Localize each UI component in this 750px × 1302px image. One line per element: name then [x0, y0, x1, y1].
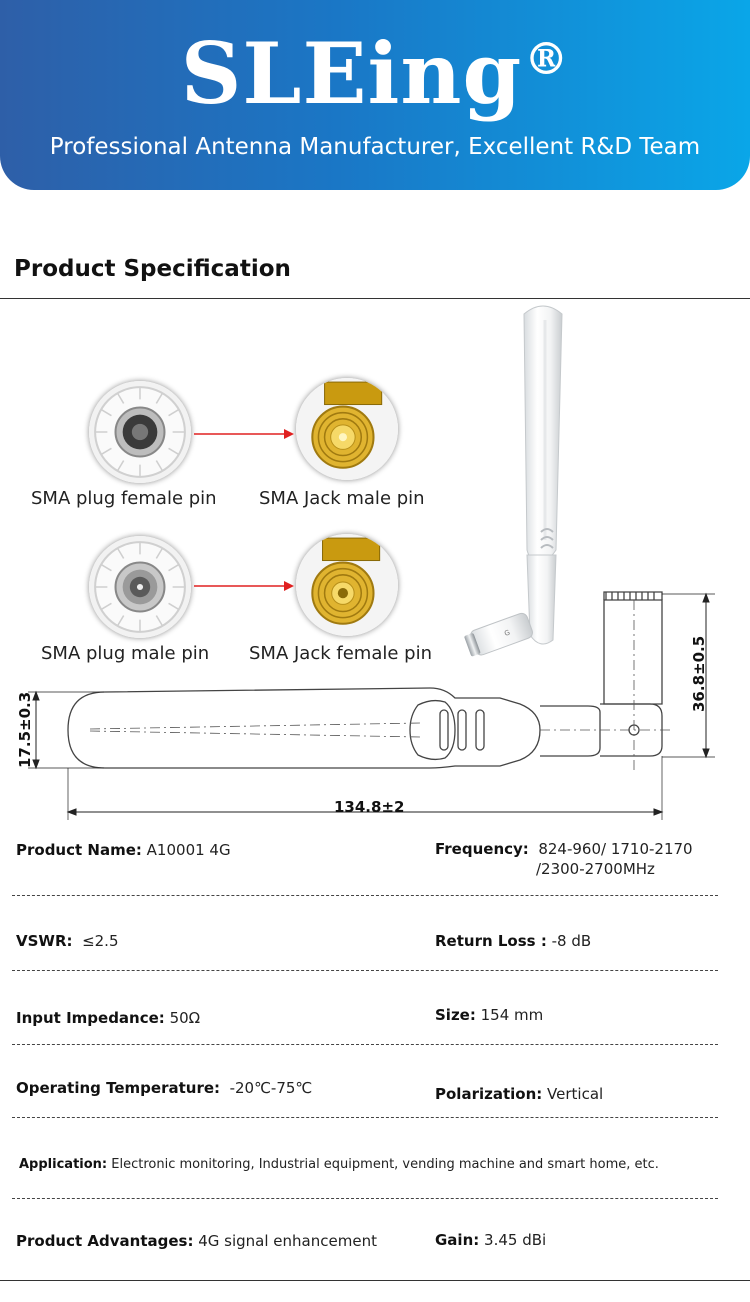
brand-name: SLEing	[180, 24, 523, 123]
spec-value: 4G signal enhancement	[198, 1232, 377, 1250]
length-dimension: 134.8±2	[334, 798, 405, 816]
spec-label: Size:	[435, 1006, 476, 1024]
row-divider	[12, 1117, 718, 1118]
sma-jack-female-pin-photo	[296, 534, 398, 636]
spec-value: ≤2.5	[82, 932, 119, 950]
connector-label-3: SMA plug male pin	[41, 643, 210, 664]
brand-tagline: Professional Antenna Manufacturer, Excel…	[49, 134, 701, 160]
spec-label: VSWR:	[16, 932, 73, 950]
height-dimension: 17.5±0.3	[16, 691, 34, 768]
spec-label: Product Name	[16, 841, 136, 859]
spec-value: Electronic monitoring, Industrial equipm…	[111, 1157, 659, 1172]
brand-logo: SLEing®	[0, 26, 750, 122]
spec-value: A10001 4G	[146, 841, 231, 859]
spec-return-loss: Return Loss : -8 dB	[435, 932, 591, 950]
sma-jack-male-pin-photo	[296, 378, 398, 480]
dimension-lines	[28, 592, 715, 820]
antenna-outline-drawing	[67, 591, 663, 769]
registered-mark: ®	[524, 34, 570, 85]
bottom-divider	[0, 1280, 750, 1281]
row-divider	[12, 1198, 718, 1199]
connector-arrow-2	[194, 581, 294, 591]
spec-label: Gain:	[435, 1231, 480, 1249]
spec-label: Polarization:	[435, 1085, 543, 1103]
connector-arrow-1	[194, 429, 294, 439]
spec-label: Input Impedance:	[16, 1009, 165, 1027]
spec-vswr: VSWR: ≤2.5	[16, 932, 119, 950]
spec-value: 50Ω	[169, 1009, 201, 1027]
spec-application: Application: Electronic monitoring, Indu…	[19, 1157, 659, 1172]
brand-banner: SLEing® Professional Antenna Manufacture…	[0, 0, 750, 190]
spec-size: Size: 154 mm	[435, 1006, 543, 1024]
spec-label: Return Loss :	[435, 932, 547, 950]
connector-label-2: SMA Jack male pin	[259, 488, 425, 509]
title-divider	[0, 298, 750, 299]
spec-value: 154 mm	[480, 1006, 544, 1024]
spec-polarization: Polarization: Vertical	[435, 1085, 603, 1103]
spec-value: 3.45 dBi	[484, 1231, 547, 1249]
connector-height-dimension: 36.8±0.5	[690, 635, 708, 712]
spec-label: Frequency:	[435, 840, 529, 858]
antenna-drawing: G	[28, 305, 715, 820]
spec-operating-temperature: Operating Temperature: -20℃-75℃	[16, 1079, 312, 1097]
spec-value: -20℃-75℃	[229, 1079, 313, 1097]
spec-frequency: Frequency: 824-960/ 1710-2170	[435, 840, 693, 858]
center-lines	[89, 600, 670, 770]
spec-frequency-line2: /2300-2700MHz	[536, 860, 655, 878]
row-divider	[12, 970, 718, 971]
spec-value: -8 dB	[551, 932, 592, 950]
connector-label-1: SMA plug female pin	[31, 488, 217, 509]
spec-sep: :	[214, 1079, 221, 1097]
spec-value: Vertical	[547, 1085, 604, 1103]
spec-label: Operating Temperature	[16, 1079, 215, 1097]
spec-value: 824-960/ 1710-2170	[538, 840, 693, 858]
spec-gain: Gain: 3.45 dBi	[435, 1231, 546, 1249]
spec-label: Application:	[19, 1157, 108, 1172]
spec-product-name: Product Name: A10001 4G	[16, 841, 231, 859]
section-title: Product Specification	[14, 256, 291, 282]
spec-sep: :	[135, 841, 142, 859]
row-divider	[12, 895, 718, 896]
svg-text:G: G	[503, 628, 511, 637]
spec-input-impedance: Input Impedance: 50Ω	[16, 1009, 200, 1027]
spec-label: Product Advantages:	[16, 1232, 194, 1250]
sma-plug-male-pin-photo	[89, 536, 191, 638]
spec-product-advantages: Product Advantages: 4G signal enhancemen…	[16, 1232, 377, 1250]
sma-plug-female-pin-photo	[89, 381, 191, 483]
row-divider	[12, 1044, 718, 1045]
antenna-photo: G	[464, 305, 563, 657]
connector-label-4: SMA Jack female pin	[249, 643, 432, 664]
